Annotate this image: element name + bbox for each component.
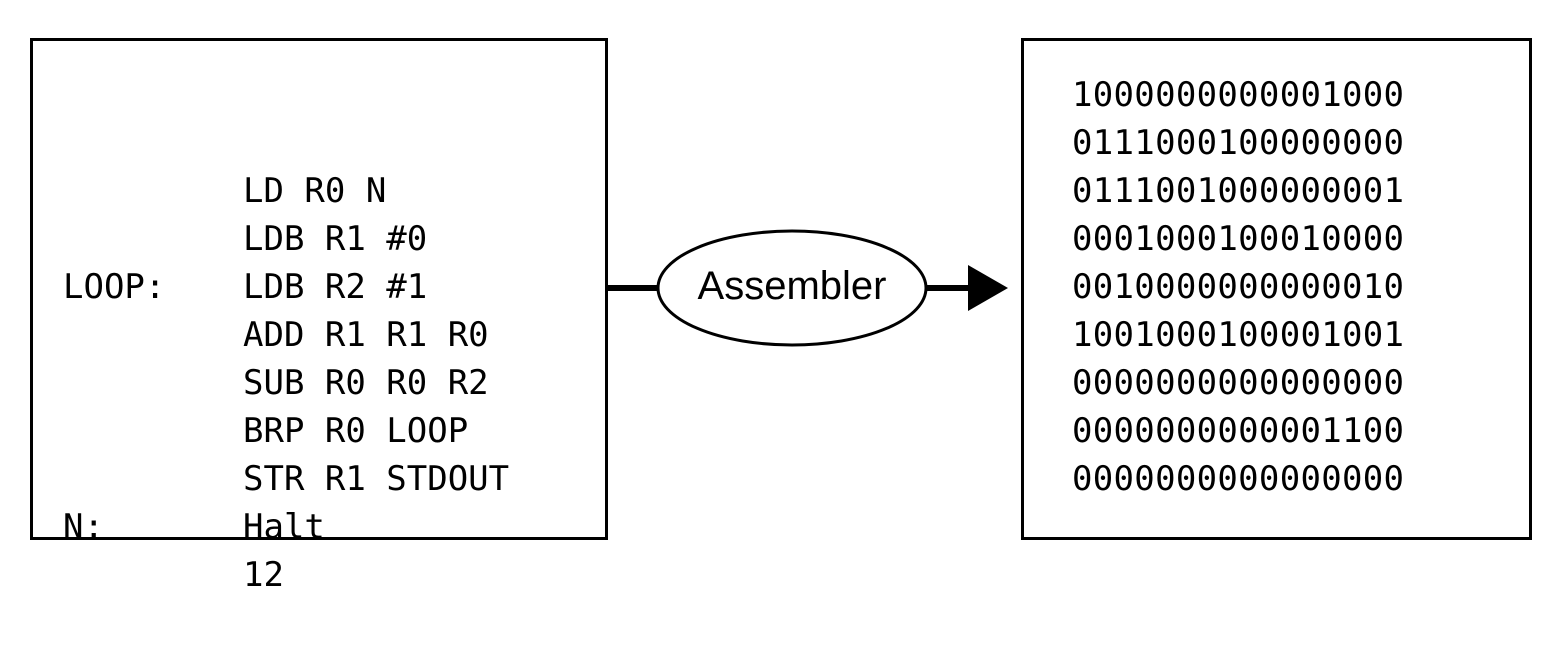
assembler-connector	[608, 229, 1008, 347]
assembly-line: Halt	[33, 407, 325, 547]
assembly-instruction: ADD R1 R1 R0	[243, 315, 489, 355]
machine-code-line: 0000000000000000	[1072, 459, 1405, 499]
assembly-instruction: LDB R1 #0	[243, 219, 428, 259]
assembler-label: Assembler	[697, 264, 887, 308]
assembly-line: LDB R1 #0	[33, 119, 427, 259]
assembly-instruction: SUB R0 R0 R2	[243, 363, 489, 403]
machine-code-line: 0000000000001100	[1072, 411, 1405, 451]
assembly-instruction: BRP R0 LOOP	[243, 411, 469, 451]
machine-code-line: 0111001000000001	[1072, 171, 1405, 211]
assembly-line: SUB R0 R0 R2	[33, 263, 489, 403]
machine-code-line: 0010000000000010	[1072, 267, 1405, 307]
machine-code-line: 0000000000000000	[1072, 363, 1405, 403]
machine-code-line: 0001000100010000	[1072, 219, 1405, 259]
assembly-line: LDB R2 #1	[33, 167, 427, 307]
assembly-instruction: LDB R2 #1	[243, 267, 428, 307]
machine-code-line: 1001000100001001	[1072, 315, 1405, 355]
assembly-line: BRP R0 LOOP	[33, 311, 468, 451]
arrowhead-icon	[968, 265, 1008, 311]
machine-code-line: 0111000100000000	[1072, 123, 1405, 163]
assembly-label: LOOP:	[63, 267, 166, 307]
machine-code-line: 1000000000001000	[1072, 75, 1405, 115]
assembly-line: LD R0 N	[33, 71, 386, 211]
assembly-instruction: STR R1 STDOUT	[243, 459, 510, 499]
assembly-code-box: LD R0 N LDB R1 #0 LDB R2 #1 LOOP: ADD R1…	[30, 38, 608, 595]
assembly-label: N:	[63, 507, 104, 547]
assembly-line: STR R1 STDOUT	[33, 359, 509, 499]
assembly-instruction: Halt	[243, 507, 325, 547]
assembly-instruction: LD R0 N	[243, 171, 387, 211]
assembly-line: LOOP: ADD R1 R1 R0	[33, 215, 489, 355]
machine-code-box: 1000000000001000 0111000100000000 011100…	[1021, 38, 1532, 540]
